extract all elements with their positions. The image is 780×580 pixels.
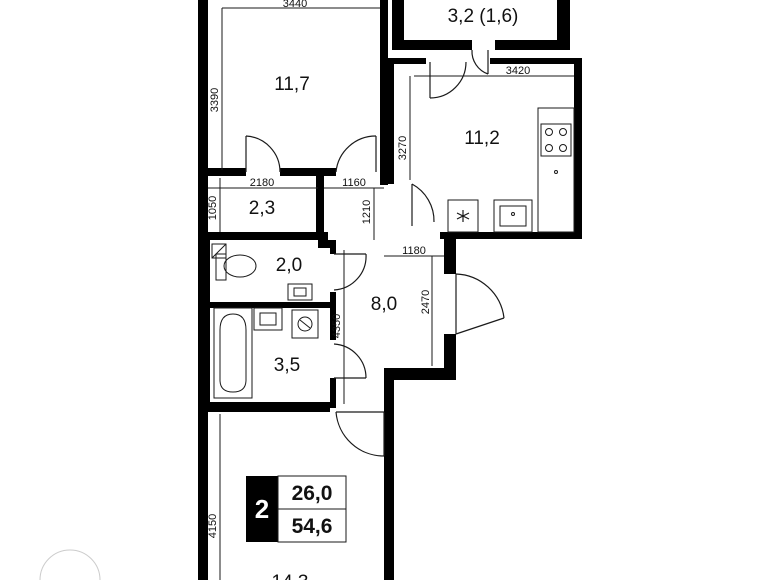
dimension-lines bbox=[208, 7, 574, 580]
dim-2470: 2470 bbox=[420, 290, 432, 314]
wetzone-wall-top-right bbox=[318, 240, 334, 248]
dim-1050: 1050 bbox=[207, 196, 219, 220]
water-heater-icon bbox=[211, 243, 227, 259]
room-wall-bottom-b bbox=[280, 168, 336, 176]
wall-room-right bbox=[380, 0, 388, 185]
room-area-balcony: 3,2 (1,6) bbox=[448, 6, 519, 27]
living-area: 26,0 bbox=[292, 482, 333, 505]
dim-3390: 3390 bbox=[209, 88, 221, 112]
kitchen-wall-top-b bbox=[490, 58, 580, 64]
door-entrance bbox=[455, 273, 505, 335]
room-labels: 11,7 3,2 (1,6) 11,2 2,3 2,0 8,0 3,5 14,3 bbox=[249, 6, 519, 580]
balcony-wall-bottom-left bbox=[404, 40, 472, 50]
storage-wall-bottom bbox=[198, 232, 328, 240]
sink-tap-icon bbox=[554, 170, 558, 174]
room-count-box bbox=[246, 476, 278, 542]
balcony-wall-right bbox=[557, 0, 570, 50]
walls bbox=[198, 0, 582, 580]
door-room-bottom bbox=[335, 411, 385, 457]
wetzone-wall-left bbox=[204, 240, 210, 408]
bath-sink-icon bbox=[253, 307, 283, 331]
dimension-labels: 3440 3390 3420 3270 2180 1160 1050 1210 … bbox=[207, 0, 530, 538]
door-bath bbox=[333, 343, 367, 379]
room-count: 2 bbox=[255, 494, 269, 524]
door-room-top bbox=[245, 135, 281, 173]
dim-1160: 1160 bbox=[342, 177, 366, 189]
door-toilet bbox=[333, 253, 367, 291]
dim-3440: 3440 bbox=[283, 0, 307, 10]
bathtub-icon bbox=[213, 307, 253, 399]
toilet-bath-divider bbox=[204, 302, 334, 308]
stove-icon bbox=[540, 123, 572, 157]
kitchen-wall-left bbox=[386, 58, 394, 184]
doors bbox=[245, 49, 505, 457]
wetzone-wall-right-b bbox=[330, 292, 336, 340]
dim-1180: 1180 bbox=[402, 245, 426, 257]
hall-wall-upper bbox=[444, 232, 456, 274]
dim-4350: 4350 bbox=[331, 314, 343, 338]
dim-2180: 2180 bbox=[250, 177, 274, 189]
dim-1210: 1210 bbox=[361, 200, 373, 224]
fixtures bbox=[211, 107, 575, 399]
outer-wall-left bbox=[198, 0, 208, 580]
room-area-toilet: 2,0 bbox=[276, 255, 302, 276]
room-area-bathroom: 3,5 bbox=[274, 355, 300, 376]
fridge-icon bbox=[447, 199, 479, 233]
door-hall-room bbox=[335, 135, 377, 173]
kitchen-sink-icon bbox=[493, 199, 533, 233]
wetzone-wall-right-a bbox=[330, 240, 336, 254]
wetzone-wall-right-c bbox=[330, 378, 336, 408]
kitchen-wall-right bbox=[574, 58, 582, 238]
dim-4150: 4150 bbox=[207, 514, 219, 538]
storage-wall-right bbox=[316, 176, 324, 236]
dim-3420: 3420 bbox=[506, 65, 530, 77]
hall-wall-step bbox=[386, 368, 454, 380]
door-balcony bbox=[429, 49, 489, 99]
balcony-wall-left bbox=[392, 0, 404, 50]
total-area: 54,6 bbox=[292, 515, 333, 538]
room-wall-bottom-a bbox=[198, 168, 246, 176]
compass-arc bbox=[39, 549, 101, 580]
dim-3270: 3270 bbox=[397, 136, 409, 160]
kitchen-wall-top-a bbox=[386, 58, 426, 64]
room-area-bottom: 14,3 bbox=[272, 572, 309, 580]
kitchen-counter bbox=[537, 107, 575, 233]
room-area-top-left: 11,7 bbox=[274, 74, 310, 95]
room-area-storage: 2,3 bbox=[249, 198, 275, 219]
room-bottom-wall-top bbox=[198, 402, 330, 412]
room-area-kitchen: 11,2 bbox=[464, 128, 500, 149]
door-kitchen bbox=[411, 183, 435, 226]
area-summary-badge: 2 26,0 54,6 bbox=[246, 475, 347, 543]
toilet-sink-icon bbox=[287, 283, 313, 301]
toilet-icon bbox=[215, 253, 257, 281]
balcony-wall-bottom-right bbox=[495, 40, 557, 50]
washing-machine-icon bbox=[291, 309, 319, 339]
outer-wall-right bbox=[384, 368, 394, 580]
room-area-hall: 8,0 bbox=[371, 294, 397, 315]
kitchen-wall-bottom bbox=[440, 232, 582, 239]
